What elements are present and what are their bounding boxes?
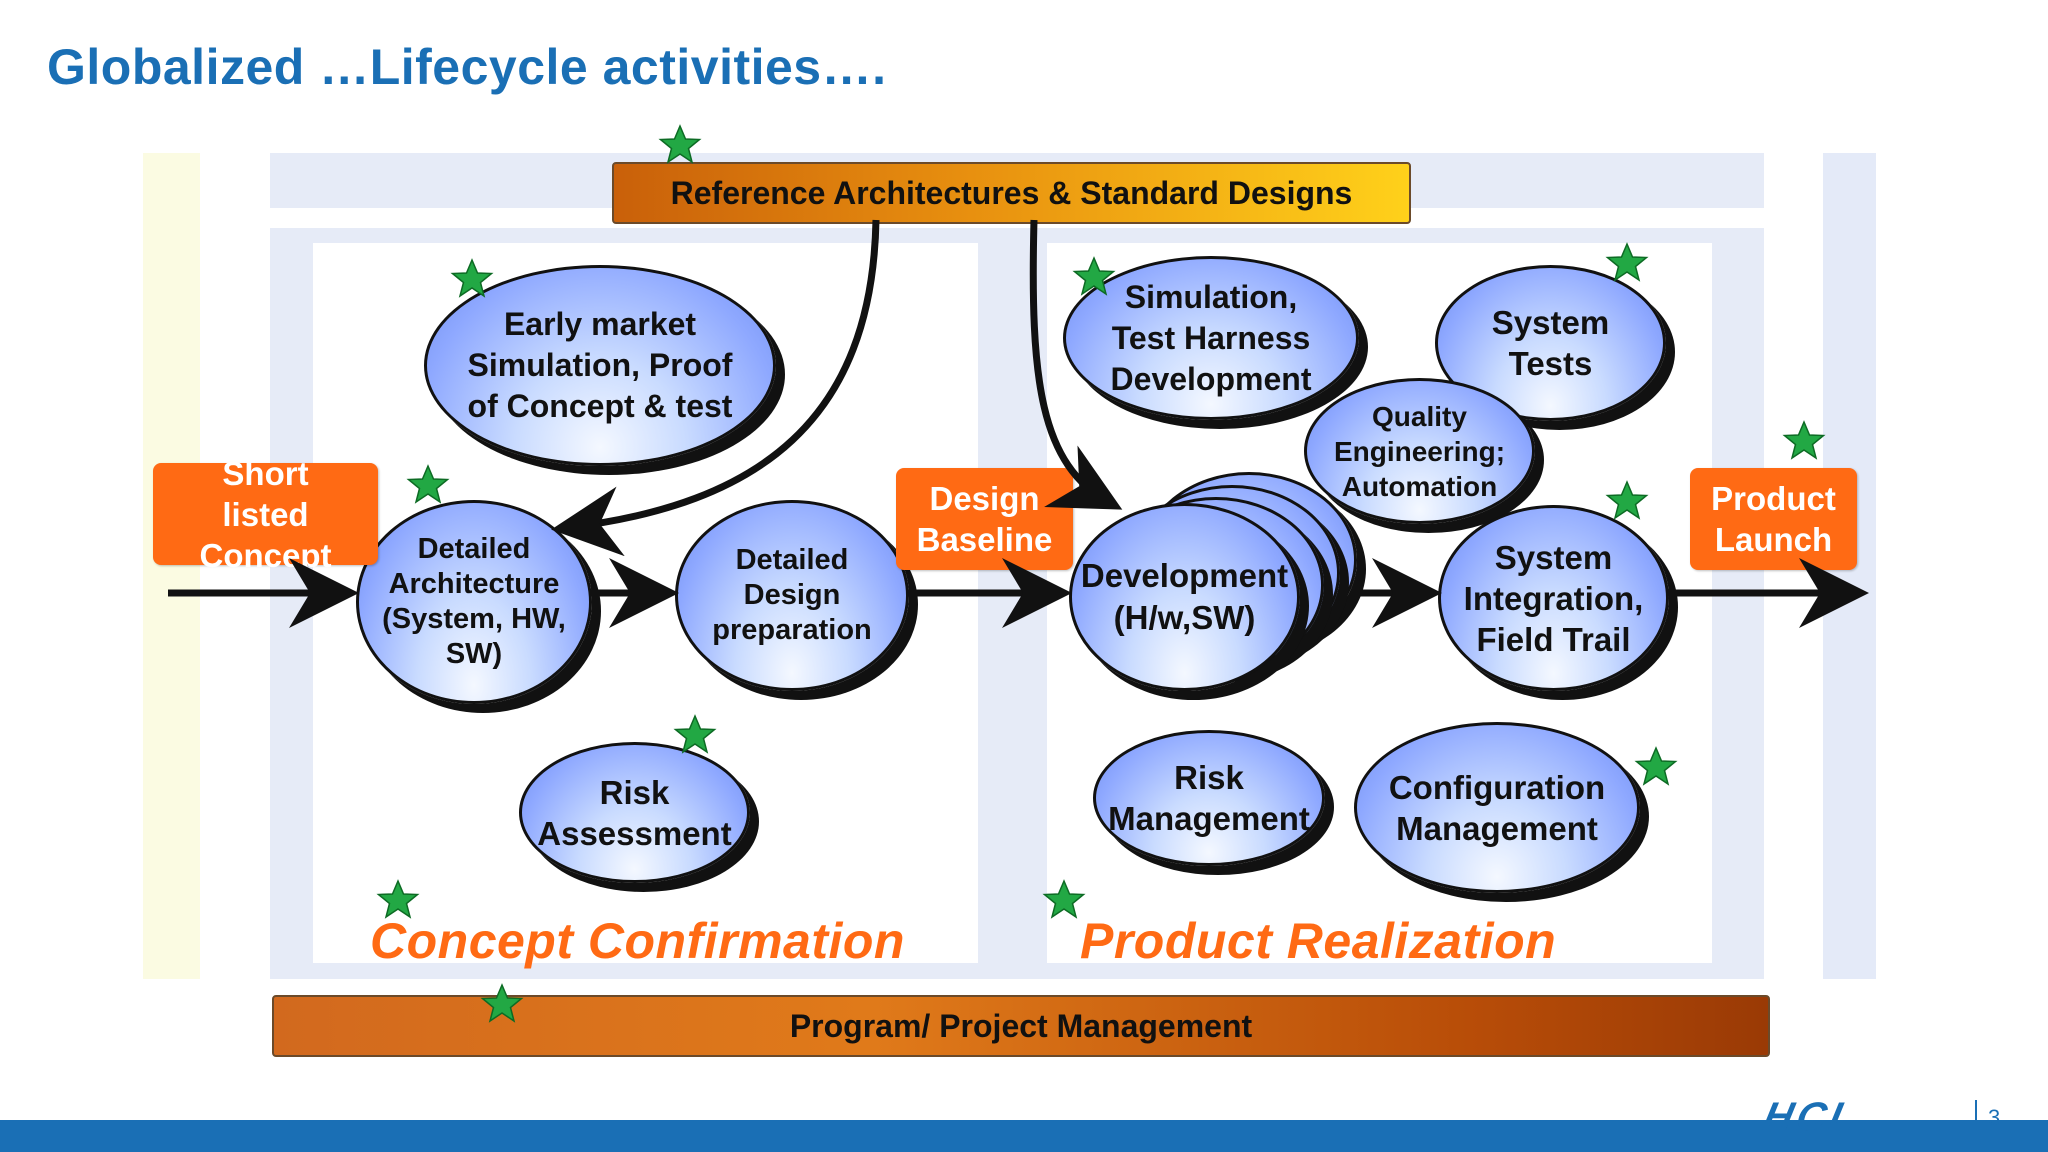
development-ellipse: Development (H/w,SW) xyxy=(1069,503,1300,691)
star-product-realization xyxy=(1043,880,1085,918)
detailed-design-ellipse: Detailed Design preparation xyxy=(675,500,909,691)
configuration-management-label: Configuration Management xyxy=(1388,768,1606,847)
short-listed-concept-label: Short listed Concept xyxy=(199,454,332,574)
slide-title: Globalized …Lifecycle activities…. xyxy=(47,39,887,95)
star-reference xyxy=(659,125,701,163)
detailed-design-label: Detailed Design preparation xyxy=(712,544,872,646)
arrow-reference-to-architecture xyxy=(551,219,880,557)
star-detailed-architecture xyxy=(407,465,449,503)
star-risk-assessment xyxy=(674,715,716,753)
star-concept-confirmation xyxy=(377,880,419,918)
configuration-management-ellipse: Configuration Management xyxy=(1354,722,1640,893)
star-program-management xyxy=(481,984,523,1022)
early-market-label: Early market Simulation, Proof of Concep… xyxy=(467,306,733,424)
star-system-integration xyxy=(1606,481,1648,519)
development-label: Development (H/w,SW) xyxy=(1080,557,1289,636)
product-launch-box: Product Launch xyxy=(1690,468,1857,570)
star-early-market xyxy=(451,259,493,297)
design-baseline-box: Design Baseline xyxy=(896,468,1073,570)
system-tests-label: System Tests xyxy=(1491,304,1610,382)
product-launch-label: Product Launch xyxy=(1711,480,1836,558)
star-system-tests xyxy=(1606,243,1648,281)
risk-assessment-label: Risk Assessment xyxy=(537,773,732,852)
short-listed-concept-box: Short listed Concept xyxy=(153,455,378,574)
risk-assessment-ellipse: Risk Assessment xyxy=(519,742,750,883)
arrow-reference-to-development xyxy=(1029,219,1123,510)
page-number-separator xyxy=(1975,1100,1977,1130)
quality-engineering-label: Quality Engineering; Automation xyxy=(1333,400,1506,502)
concept-confirmation-label: Concept Confirmation xyxy=(370,913,905,969)
reference-architectures-bar: Reference Architectures & Standard Desig… xyxy=(612,162,1411,224)
left-yellow-band xyxy=(143,153,200,979)
risk-management-ellipse: Risk Management xyxy=(1093,730,1325,866)
risk-management-label: Risk Management xyxy=(1108,759,1310,837)
detailed-architecture-label: Detailed Architecture (System, HW, SW) xyxy=(382,533,566,670)
quality-engineering-ellipse: Quality Engineering; Automation xyxy=(1304,378,1535,524)
star-product-launch xyxy=(1783,421,1825,459)
page-number: 3 xyxy=(1988,1105,2001,1130)
design-baseline-label: Design Baseline xyxy=(916,480,1053,558)
footer-bar xyxy=(0,1120,2048,1152)
simulation-ellipse: Simulation, Test Harness Development xyxy=(1063,256,1359,420)
star-configuration xyxy=(1635,747,1677,785)
hcl-logo: HCL xyxy=(1759,1095,1864,1139)
simulation-label: Simulation, Test Harness Development xyxy=(1110,278,1312,397)
early-market-ellipse: Early market Simulation, Proof of Concep… xyxy=(424,265,776,466)
system-integration-ellipse: System Integration, Field Trail xyxy=(1438,505,1669,691)
product-realization-label: Product Realization xyxy=(1080,913,1557,969)
system-integration-label: System Integration, Field Trail xyxy=(1463,538,1644,658)
star-simulation xyxy=(1073,257,1115,295)
program-management-bar: Program/ Project Management xyxy=(272,995,1770,1057)
